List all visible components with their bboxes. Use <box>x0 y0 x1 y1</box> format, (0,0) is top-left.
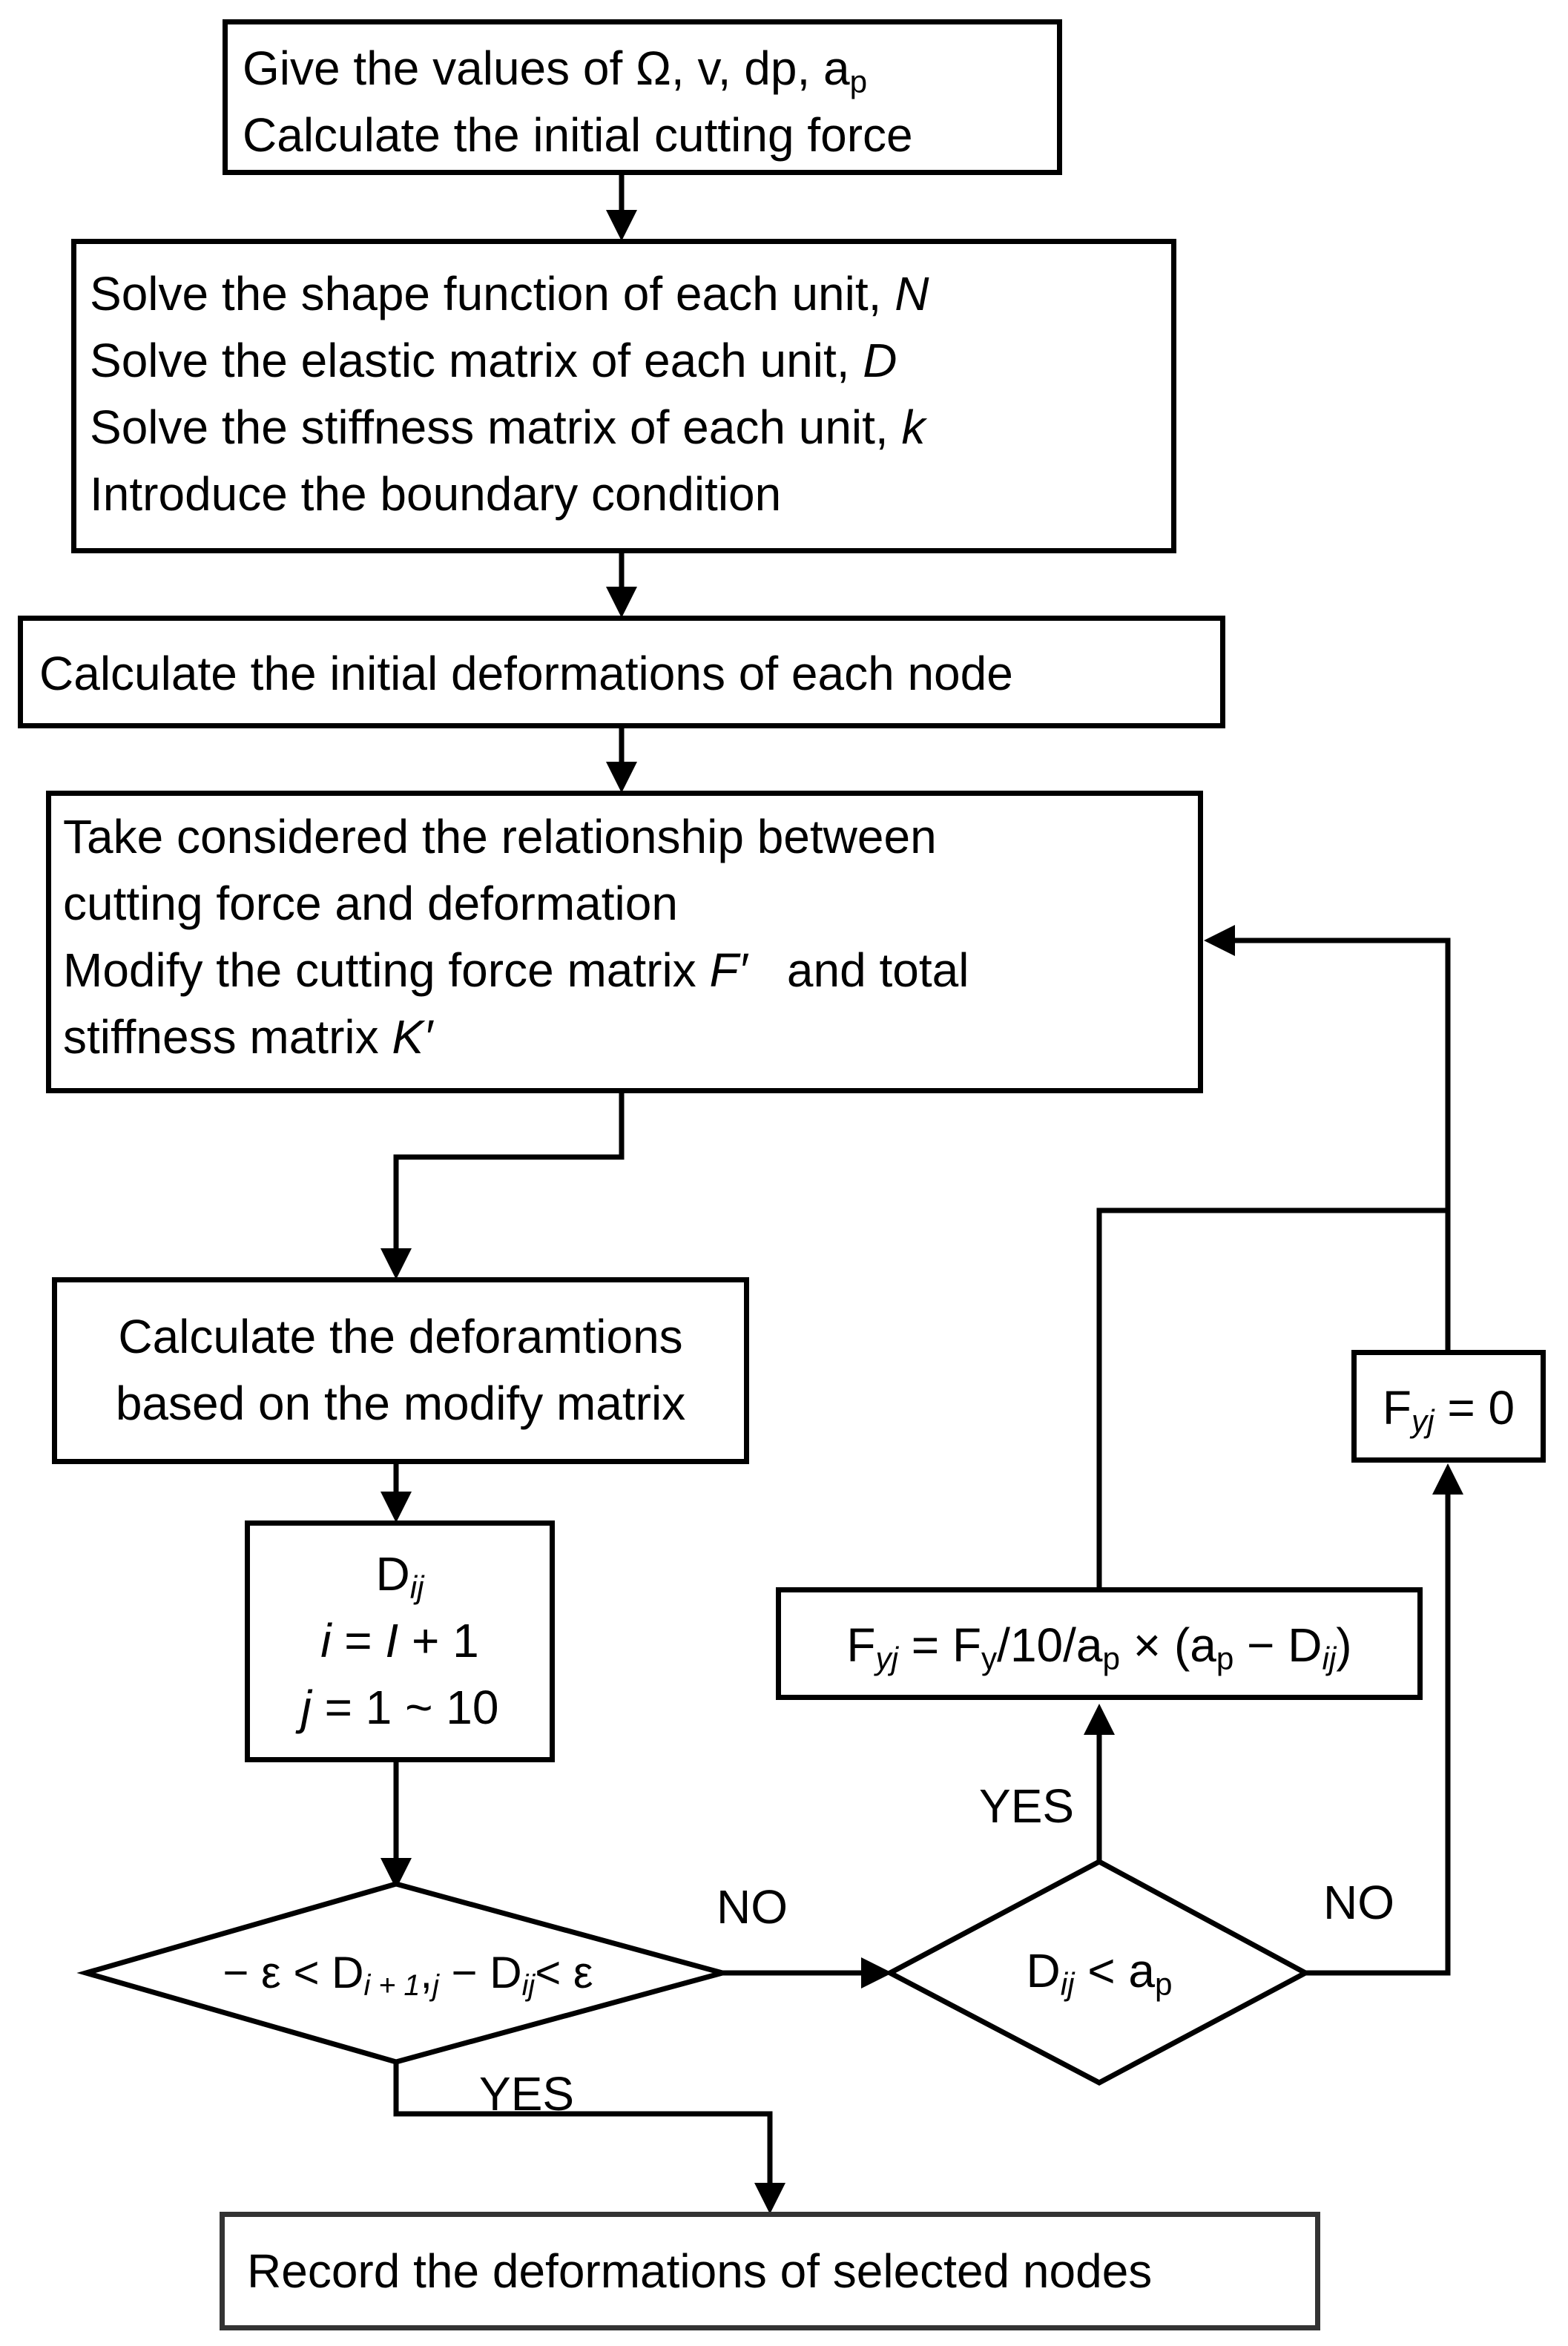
decision1-text: − ε < Di + 1,j − Dij< ε <box>141 1947 675 2002</box>
line-formula-to-junction <box>1096 1207 1448 1587</box>
shape-var-d: D <box>863 334 897 387</box>
omega-symbol: Ω <box>636 42 671 95</box>
dij-var-j: j <box>300 1681 312 1734</box>
decision2-sub2: p <box>1155 1966 1173 2002</box>
fy-formula-p3: /10/a <box>997 1618 1103 1672</box>
decision2-sub1: ij <box>1060 1966 1075 2002</box>
fy-formula-s2: y <box>981 1641 998 1676</box>
record-deformations-box: Record the deformations of selected node… <box>220 2212 1320 2330</box>
fy-formula-p1: F <box>846 1618 876 1672</box>
decision2-part1: D <box>1026 1944 1061 1997</box>
dij-line-1: Dij <box>250 1541 550 1607</box>
start-line-1-mid: , v, dp, a <box>671 42 850 95</box>
record-deformations-text: Record the deformations of selected node… <box>247 2244 1153 2298</box>
dij-var-capital-i: I <box>385 1614 399 1667</box>
decision1-sub1: i + 1 <box>363 1968 421 2002</box>
shape-line-3-text: Solve the stiffness matrix of each unit, <box>90 401 889 454</box>
label-yes-decision2: YES <box>979 1779 1075 1833</box>
modify-line-2: cutting force and deformation <box>63 877 678 930</box>
fy-formula-box: Fyj = Fy/10/ap × (ap − Dij) <box>776 1587 1423 1700</box>
decision1-sub2: j <box>432 1968 439 2002</box>
label-no-decision1: NO <box>717 1880 788 1934</box>
dij-line-1-sub: ij <box>409 1569 424 1605</box>
fy-zero-text: Fyj = 0 <box>1357 1374 1541 1441</box>
arrow-decision2-to-fyzero <box>1305 1463 1463 1976</box>
shape-line-1: Solve the shape function of each unit, N <box>90 260 1171 327</box>
dij-var-i: i <box>320 1614 332 1667</box>
fy-zero-p1: F <box>1382 1381 1412 1434</box>
fy-formula-s3: p <box>1102 1641 1121 1676</box>
modify-line-3: Modify the cutting force matrix F′ and t… <box>63 937 1198 1004</box>
initial-deformation-box: Calculate the initial deformations of ea… <box>18 616 1225 728</box>
fy-formula-p4: × (a <box>1120 1618 1216 1672</box>
start-box: Give the values of Ω, v, dp, ap Calculat… <box>223 19 1062 175</box>
modify-var-f: F′ <box>709 943 748 997</box>
start-line-1: Give the values of Ω, v, dp, ap <box>243 35 1057 102</box>
dij-line-2-end: + 1 <box>398 1614 479 1667</box>
initial-deformation-text: Calculate the initial deformations of ea… <box>39 647 1013 700</box>
shape-line-1-text: Solve the shape function of each unit, <box>90 267 882 320</box>
fy-formula-p5: − D <box>1233 1618 1322 1672</box>
fy-formula-s5: ij <box>1322 1641 1337 1676</box>
arrow-modify-to-calc <box>381 1090 625 1279</box>
fy-formula-p2: = F <box>898 1618 982 1672</box>
fy-formula-text: Fyj = Fy/10/ap × (ap − Dij) <box>781 1612 1417 1678</box>
decision2-part2: < a <box>1074 1944 1156 1997</box>
decision1-sub3: ij <box>521 1968 536 2002</box>
modify-var-k: K′ <box>392 1010 433 1064</box>
shape-line-3: Solve the stiffness matrix of each unit,… <box>90 394 1171 461</box>
modify-line-1: Take considered the relationship between <box>63 810 937 863</box>
arrow-decision1-to-end <box>393 2062 785 2214</box>
decision1-part3: − D <box>438 1948 522 1997</box>
start-line-1-sub: p <box>849 64 868 99</box>
fy-zero-box: Fyj = 0 <box>1351 1350 1546 1463</box>
shape-function-box: Solve the shape function of each unit, N… <box>71 239 1176 553</box>
dij-box: Dij i = I + 1 j = 1 ~ 10 <box>245 1520 555 1762</box>
dij-line-2-mid: = <box>331 1614 386 1667</box>
decision1-part1: − ε < D <box>223 1948 364 1997</box>
dij-line-2: i = I + 1 <box>250 1607 550 1674</box>
calc-line-2: based on the modify matrix <box>115 1377 686 1430</box>
shape-var-n: N <box>895 267 929 320</box>
fy-formula-p6: ) <box>1336 1618 1352 1672</box>
fy-zero-p2: = 0 <box>1434 1381 1515 1434</box>
modify-line-3-suffix: and total <box>786 943 969 997</box>
dij-line-1-main: D <box>375 1547 410 1601</box>
dij-line-3-end: = 1 ~ 10 <box>311 1681 499 1734</box>
decision1-diamond <box>76 1881 733 2065</box>
fy-zero-s1: yj <box>1411 1403 1434 1439</box>
label-yes-decision1: YES <box>479 2067 575 2121</box>
label-no-decision2: NO <box>1323 1876 1394 1929</box>
fy-formula-s1: yj <box>875 1641 898 1676</box>
modify-line-4-text: stiffness matrix <box>63 1010 379 1064</box>
start-line-2: Calculate the initial cutting force <box>243 108 913 162</box>
decision1-part2: , <box>420 1948 433 1997</box>
start-line-1-text: Give the values of <box>243 42 623 95</box>
shape-line-4: Introduce the boundary condition <box>90 467 782 521</box>
modify-line-3-text: Modify the cutting force matrix <box>63 943 696 997</box>
decision2-diamond <box>884 1859 1311 2086</box>
decision1-part4: < ε <box>535 1948 593 1997</box>
decision2-text: Dij < ap <box>964 1944 1234 2000</box>
fy-formula-s4: p <box>1216 1641 1234 1676</box>
shape-line-2-text: Solve the elastic matrix of each unit, <box>90 334 850 387</box>
modify-matrix-box: Take considered the relationship between… <box>46 791 1203 1093</box>
arrow-loop-to-modify <box>1204 925 1451 1350</box>
calc-line-1: Calculate the deforamtions <box>118 1310 683 1363</box>
shape-var-k: k <box>901 401 926 454</box>
calculate-deformations-box: Calculate the deforamtions based on the … <box>52 1277 749 1464</box>
modify-line-4: stiffness matrix K′ <box>63 1004 1198 1070</box>
dij-line-3: j = 1 ~ 10 <box>250 1674 550 1741</box>
shape-line-2: Solve the elastic matrix of each unit, D <box>90 327 1171 394</box>
